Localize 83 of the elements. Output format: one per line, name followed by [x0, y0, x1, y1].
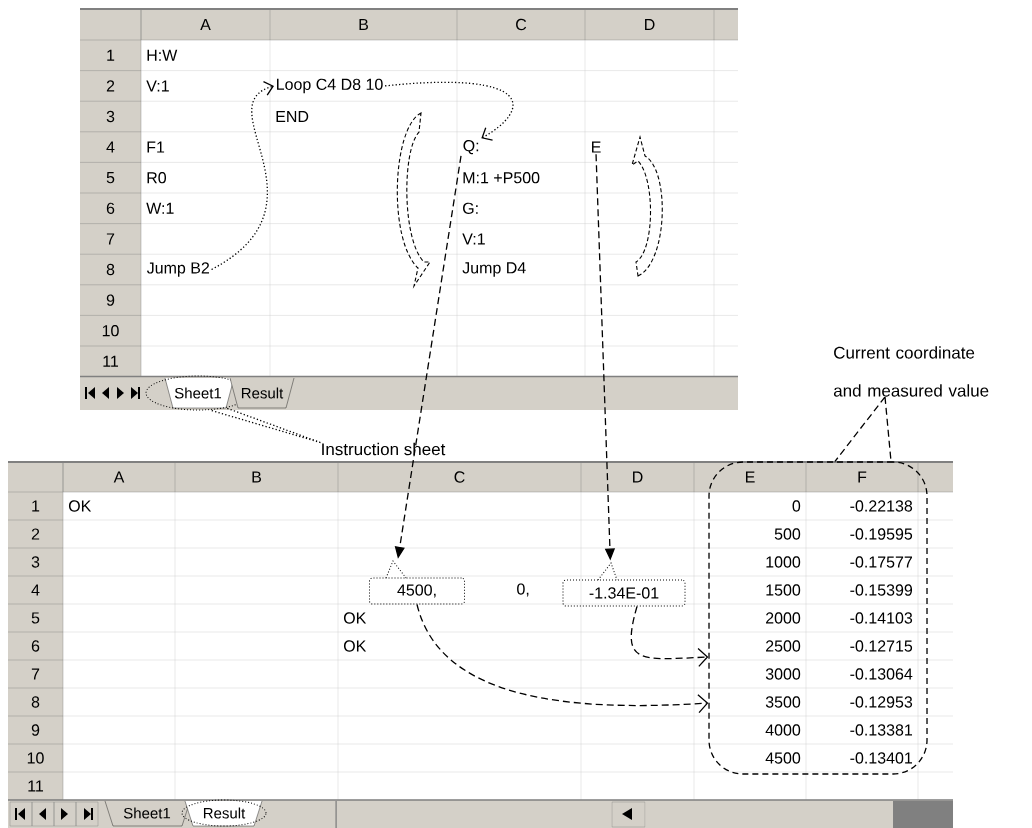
sheet-tab: Result: [181, 799, 267, 827]
cell-text: 0: [792, 500, 801, 512]
column-header: A: [113, 471, 125, 483]
cell-text: OK: [343, 640, 367, 652]
callout-pointer: [209, 407, 322, 444]
cell-text: R0: [147, 172, 166, 184]
column-header: C: [516, 18, 527, 31]
cell-text: -0.15399: [850, 584, 913, 596]
callout-box: 4500,: [369, 560, 465, 605]
column-header: D: [633, 471, 643, 483]
cell-text: F1: [147, 141, 165, 153]
column-header: D: [645, 19, 655, 30]
column-header: F: [858, 471, 867, 483]
cell-text: E: [592, 141, 601, 153]
row-number: 4: [106, 141, 115, 153]
row-number: 3: [106, 110, 115, 123]
cell-text: END: [276, 111, 309, 122]
cell-text: 1500: [766, 584, 801, 596]
cell-text: -0.13064: [850, 668, 913, 680]
cell-text: W:1: [146, 202, 174, 214]
cell-text: -0.12715: [850, 640, 913, 652]
cell-text: Jump B2: [146, 262, 209, 277]
column-header: A: [200, 19, 211, 30]
row-number: 7: [31, 668, 40, 680]
cell-text: 2000: [766, 612, 801, 624]
cell-text: G:: [463, 202, 478, 214]
row-number: 1: [32, 500, 40, 512]
row-number: 9: [31, 724, 40, 736]
cell-text: OK: [68, 500, 92, 512]
row-number: 1: [107, 49, 115, 61]
cell-text: 4000: [765, 724, 801, 736]
cell-text: V:1: [146, 80, 169, 92]
cell-text: -0.17577: [850, 556, 912, 568]
cell-text: OK: [343, 612, 367, 624]
sheet-tab: Result: [229, 377, 295, 409]
column-header: C: [454, 471, 465, 483]
cell-text: -0.22138: [850, 500, 913, 512]
cell-text: 1000: [766, 556, 801, 568]
row-number: 10: [27, 752, 44, 764]
cell-text: -0.12953: [850, 696, 913, 708]
row-number: 10: [102, 325, 119, 337]
callout-pointer: [834, 396, 892, 462]
cell-text: V:1: [462, 233, 485, 245]
arrow: [630, 605, 709, 668]
cell-text: M:1 +P500: [463, 172, 540, 184]
row-number: 6: [31, 640, 40, 652]
arrow: [384, 81, 514, 141]
cell-text: -0.13401: [850, 752, 912, 764]
row-number: 9: [106, 294, 115, 306]
column-header: E: [746, 471, 755, 483]
cell-text: 0,: [517, 583, 529, 597]
row-number: 5: [31, 612, 40, 624]
row-number: 8: [31, 696, 40, 708]
column-header: B: [359, 19, 368, 30]
cell-text: -0.14103: [850, 612, 913, 624]
cell-text: Q:: [463, 140, 479, 155]
cell-text: 2500: [766, 640, 801, 652]
cell-text: H:W: [147, 49, 178, 61]
callout-box: -1.34E-01: [562, 562, 686, 607]
cell-text: 3500: [765, 696, 801, 708]
arrow: [416, 603, 709, 714]
row-number: 3: [31, 556, 40, 568]
row-number: 2: [106, 80, 115, 92]
cell-text: Loop C4 D8 10: [277, 78, 383, 94]
callout-text: Current coordinate and measured value: [833, 346, 989, 397]
row-number: 7: [106, 233, 115, 245]
column-header: B: [252, 471, 261, 483]
callout-text: Instruction sheet: [322, 442, 446, 456]
row-number: 8: [106, 263, 115, 276]
cell-text: 500: [774, 528, 801, 540]
cell-text: Jump D4: [462, 262, 526, 277]
cell-text: 3000: [765, 668, 801, 680]
row-number: 11: [103, 355, 118, 367]
row-number: 4: [31, 584, 40, 596]
arrow: [210, 80, 274, 271]
cell-text: -0.19595: [850, 528, 913, 540]
row-number: 11: [28, 780, 43, 792]
row-number: 5: [106, 172, 115, 184]
row-number: 2: [31, 528, 40, 540]
row-number: 6: [106, 202, 115, 214]
cell-text: -0.13381: [850, 724, 912, 736]
cell-text: 4500: [765, 752, 801, 764]
highlight-region: [708, 461, 928, 775]
